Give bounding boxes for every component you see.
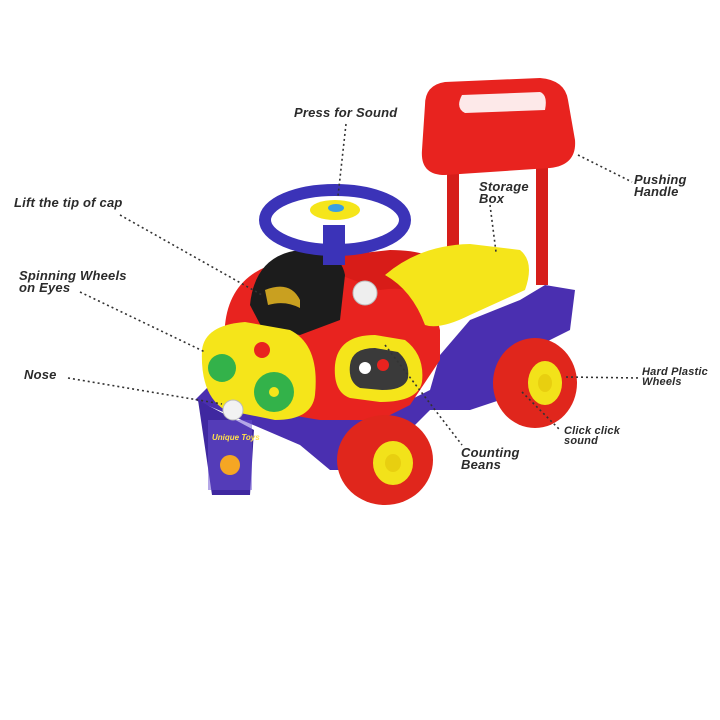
label-pushing-handle: Pushing Handle xyxy=(634,172,687,199)
front-wheel xyxy=(337,415,433,505)
label-hard-plastic-wheels: Hard Plastic Wheels xyxy=(642,366,708,388)
nose-knob xyxy=(222,399,244,421)
label-spinning-line2: on Eyes xyxy=(19,280,71,295)
label-storage-line2: Box xyxy=(479,191,505,206)
label-counting-line1: Counting xyxy=(461,445,520,460)
spinning-eyes xyxy=(201,322,316,420)
label-spinning-line1: Spinning Wheels xyxy=(19,268,127,283)
label-click-line2: sound xyxy=(564,435,598,447)
leader-spinning-wheels xyxy=(79,291,206,353)
label-counting-line2: Beans xyxy=(461,457,502,472)
label-click-line1: Click click xyxy=(564,425,621,437)
leader-nose xyxy=(67,377,223,405)
label-storage-line1: Storage xyxy=(479,179,529,194)
seat-storage-box xyxy=(385,244,529,327)
label-spinning-wheels: Spinning Wheels on Eyes xyxy=(19,268,127,295)
leader-click-sound xyxy=(521,391,561,431)
leader-pushing-handle xyxy=(577,154,633,183)
label-pushing-line2: Handle xyxy=(634,184,679,199)
leader-lines xyxy=(67,123,641,446)
leader-hard-wheels xyxy=(565,376,641,379)
label-hard-line2: Wheels xyxy=(642,376,682,388)
steering-wheel xyxy=(259,184,411,265)
purple-base: Unique Toys xyxy=(195,285,575,495)
counting-beans-window xyxy=(334,335,423,402)
label-counting-beans: Counting Beans xyxy=(461,445,520,472)
rear-wheel xyxy=(493,338,577,428)
engine-cap xyxy=(250,249,345,335)
label-pushing-line1: Pushing xyxy=(634,172,687,187)
label-press-for-sound: Press for Sound xyxy=(294,105,398,120)
decal-text: Unique Toys xyxy=(212,433,260,442)
leader-storage-box xyxy=(489,204,497,253)
leader-press-for-sound xyxy=(337,123,347,197)
label-lift-cap: Lift the tip of cap xyxy=(14,195,123,210)
leader-counting-beans xyxy=(384,344,463,446)
label-click-click-sound: Click click sound xyxy=(564,425,621,447)
label-storage-box: Storage Box xyxy=(479,179,529,206)
leader-lift-cap xyxy=(119,214,263,296)
label-nose: Nose xyxy=(24,367,57,382)
label-hard-line1: Hard Plastic xyxy=(642,366,708,378)
pushing-handle xyxy=(421,78,576,285)
